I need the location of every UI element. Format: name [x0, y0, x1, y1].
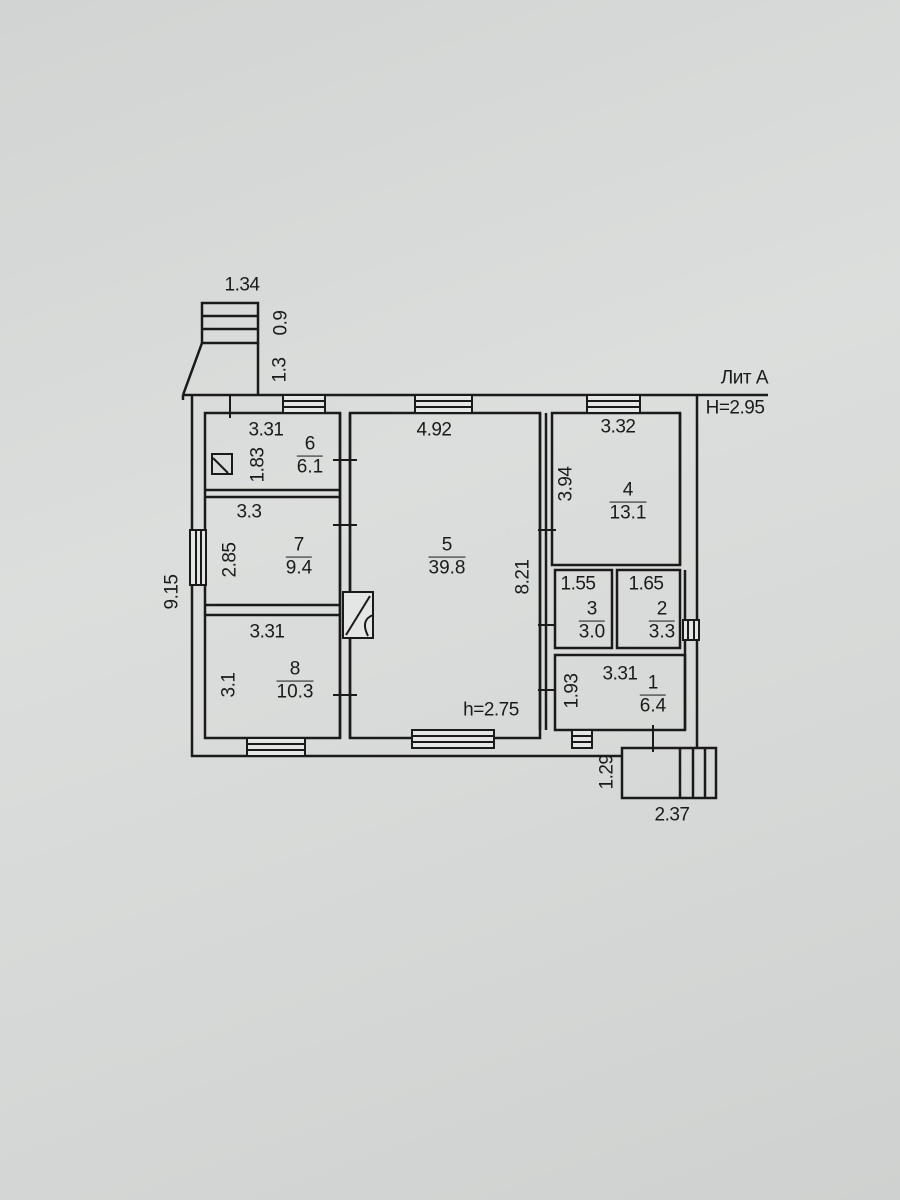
porch-bottom: [620, 746, 718, 800]
room-area: 6.4: [639, 695, 667, 717]
room4-depth: 3.94: [555, 466, 577, 502]
room6-depth: 1.83: [247, 447, 269, 483]
room-number: 5: [428, 535, 466, 558]
room-area: 10.3: [276, 681, 314, 703]
room-number: 2: [648, 599, 676, 622]
porch-top-length: 1.3: [269, 357, 291, 383]
room8-depth: 3.1: [218, 672, 240, 698]
room-outlines: [205, 411, 687, 740]
room-area: 3.3: [648, 621, 676, 643]
room-number: 3: [578, 599, 606, 622]
room-area: 3.0: [578, 621, 606, 643]
porch-bottom-depth: 1.29: [596, 754, 618, 790]
room5-height: h=2.75: [463, 699, 519, 721]
lit-label: Лит А: [720, 367, 769, 389]
room-area: 13.1: [609, 502, 647, 524]
room7-depth: 2.85: [219, 542, 241, 578]
room2-width: 1.65: [628, 573, 664, 595]
stove-icon: [342, 591, 374, 639]
room-area: 6.1: [296, 456, 324, 478]
windows: [189, 394, 700, 757]
room5-width: 4.92: [416, 419, 452, 441]
overall-length: 9.15: [161, 574, 183, 610]
building-height: H=2.95: [705, 397, 765, 419]
room-number: 8: [276, 659, 314, 682]
room1-width: 3.31: [602, 663, 638, 685]
room4-width: 3.32: [600, 416, 636, 438]
room8-width: 3.31: [249, 621, 285, 643]
porch-top-depth: 0.9: [270, 310, 292, 336]
room-number: 4: [609, 480, 647, 503]
room-number: 1: [639, 673, 667, 696]
room7-width: 3.3: [236, 501, 262, 523]
vent-icon: [211, 453, 233, 475]
room-number: 7: [285, 535, 313, 558]
room-area: 9.4: [285, 557, 313, 579]
porch-bottom-width: 2.37: [654, 804, 690, 826]
porch-top-width: 1.34: [224, 274, 260, 296]
room5-depth: 8.21: [512, 559, 534, 595]
room-number: 6: [296, 434, 324, 457]
porch-top: [181, 301, 260, 396]
door-marks: [229, 395, 654, 752]
room1-depth: 1.93: [561, 673, 583, 709]
room-area: 39.8: [428, 557, 466, 579]
room3-width: 1.55: [560, 573, 596, 595]
room6-width: 3.31: [248, 419, 284, 441]
